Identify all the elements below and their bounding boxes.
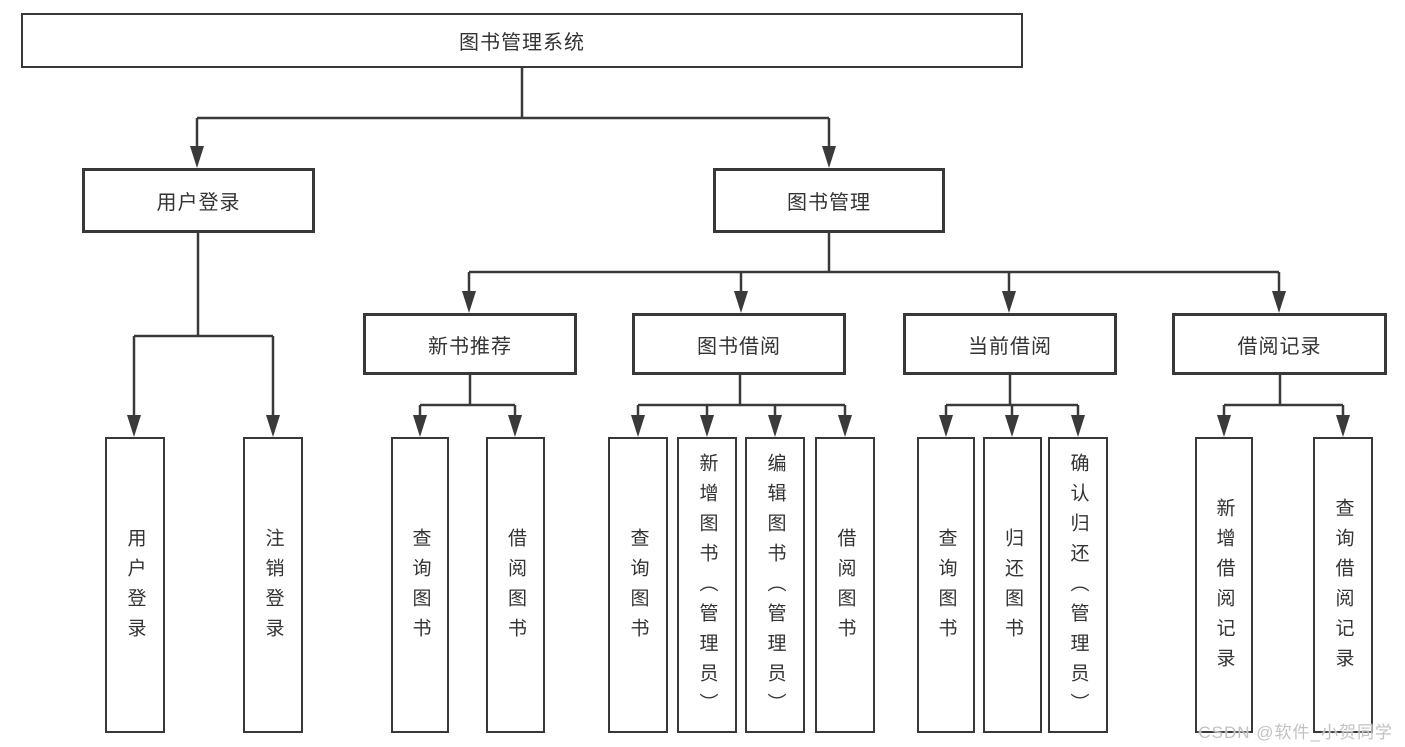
- arrowhead: [1002, 291, 1016, 313]
- arrowhead: [127, 415, 141, 437]
- node-book-borrow: 图书借阅: [632, 313, 846, 375]
- connector-book-borrow-children: [631, 375, 852, 437]
- node-borrow-records: 借阅记录: [1172, 313, 1387, 375]
- arrowhead: [1272, 291, 1286, 313]
- node-current-borrow: 当前借阅: [903, 313, 1117, 375]
- arrowhead: [1071, 415, 1085, 437]
- node-leaf-query-books-current: 查询图书: [917, 437, 975, 733]
- arrowhead: [822, 146, 836, 168]
- node-book-management: 图书管理: [713, 168, 945, 233]
- connector-borrow-records-children: [1217, 375, 1350, 437]
- arrowhead: [1005, 415, 1019, 437]
- node-leaf-borrow-books-recommend: 借阅图书: [486, 437, 545, 733]
- node-root-system: 图书管理系统: [21, 13, 1023, 68]
- node-leaf-edit-books-admin: 编辑图书（管理员）: [745, 437, 805, 733]
- arrowhead: [1217, 415, 1231, 437]
- arrowhead: [508, 415, 522, 437]
- node-user-login: 用户登录: [82, 168, 315, 233]
- arrowhead: [734, 291, 748, 313]
- connector-new-books-children: [413, 375, 522, 437]
- connector-root-to-level2: [190, 68, 836, 168]
- arrowhead: [631, 415, 645, 437]
- node-leaf-add-books-admin: 新增图书（管理员）: [677, 437, 737, 733]
- node-leaf-logout: 注销登录: [243, 437, 303, 733]
- arrowhead: [190, 146, 204, 168]
- node-leaf-query-borrow-record: 查询借阅记录: [1313, 437, 1373, 733]
- arrowhead: [266, 415, 280, 437]
- node-leaf-add-borrow-record: 新增借阅记录: [1195, 437, 1253, 733]
- node-leaf-query-books-borrow: 查询图书: [608, 437, 668, 733]
- connector-user-login-children: [127, 233, 280, 437]
- arrowhead: [413, 415, 427, 437]
- csdn-watermark: CSDN @软件_小贺同学: [1198, 723, 1393, 742]
- arrowhead: [939, 415, 953, 437]
- arrowhead: [700, 415, 714, 437]
- connector-book-mgmt-to-level3: [462, 233, 1286, 313]
- arrowhead: [768, 415, 782, 437]
- arrowhead: [838, 415, 852, 437]
- node-leaf-return-books: 归还图书: [983, 437, 1042, 733]
- node-leaf-confirm-return-admin: 确认归还（管理员）: [1048, 437, 1108, 733]
- node-leaf-borrow-books: 借阅图书: [815, 437, 875, 733]
- node-new-book-recommend: 新书推荐: [363, 313, 577, 375]
- connector-current-borrow-children: [939, 375, 1085, 437]
- arrowhead: [462, 291, 476, 313]
- arrowhead: [1336, 415, 1350, 437]
- node-leaf-user-login: 用户登录: [105, 437, 165, 733]
- node-leaf-query-books-recommend: 查询图书: [391, 437, 449, 733]
